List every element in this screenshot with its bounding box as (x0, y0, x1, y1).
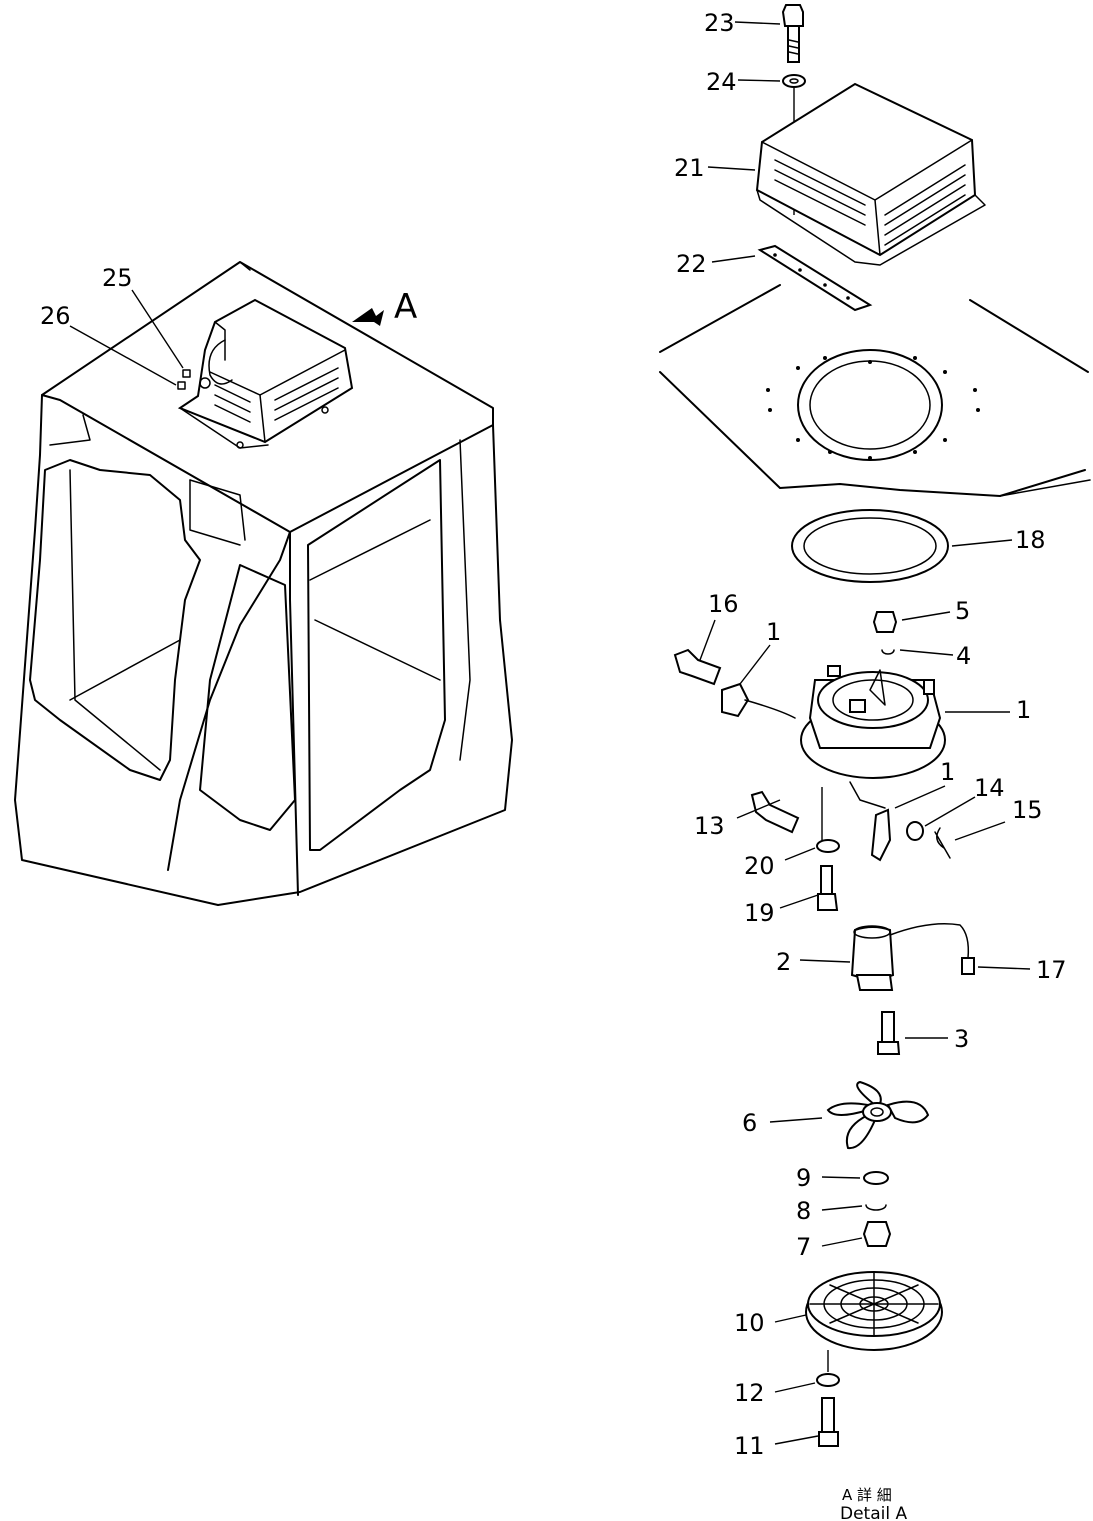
label-25: 25 (102, 264, 133, 292)
label-6: 6 (742, 1109, 757, 1137)
label-12: 12 (734, 1379, 765, 1407)
label-4: 4 (956, 642, 971, 670)
label-2: 2 (776, 948, 791, 976)
label-1-bracket-lower: 1 (940, 758, 955, 786)
label-23: 23 (704, 9, 735, 37)
label-15: 15 (1012, 796, 1043, 824)
label-7: 7 (796, 1233, 811, 1261)
caption-detail-a: Detail A (840, 1504, 907, 1521)
label-1-housing: 1 (1016, 696, 1031, 724)
detail-a (659, 4, 1091, 1447)
leader-lines (69, 21, 1031, 1445)
cab-overview (14, 261, 513, 906)
label-9: 9 (796, 1164, 811, 1192)
part-labels: 23 24 21 22 25 26 A 18 16 5 1 4 1 1 14 1… (40, 9, 1067, 1460)
label-10: 10 (734, 1309, 765, 1337)
label-13: 13 (694, 812, 725, 840)
label-24: 24 (706, 68, 737, 96)
label-16: 16 (708, 590, 739, 618)
label-14: 14 (974, 774, 1005, 802)
label-8: 8 (796, 1197, 811, 1225)
label-21: 21 (674, 154, 705, 182)
label-arrow-a: A (394, 287, 417, 327)
label-5: 5 (955, 597, 970, 625)
label-22: 22 (676, 250, 707, 278)
label-17: 17 (1036, 956, 1067, 984)
label-3: 3 (954, 1025, 969, 1053)
label-20: 20 (744, 852, 775, 880)
label-11: 11 (734, 1432, 765, 1460)
label-1-bracket-upper: 1 (766, 618, 781, 646)
caption-japanese: A 詳 細 (842, 1486, 892, 1504)
label-19: 19 (744, 899, 775, 927)
detail-caption: A 詳 細 Detail A (840, 1486, 907, 1521)
label-18: 18 (1015, 526, 1046, 554)
label-26: 26 (40, 302, 71, 330)
